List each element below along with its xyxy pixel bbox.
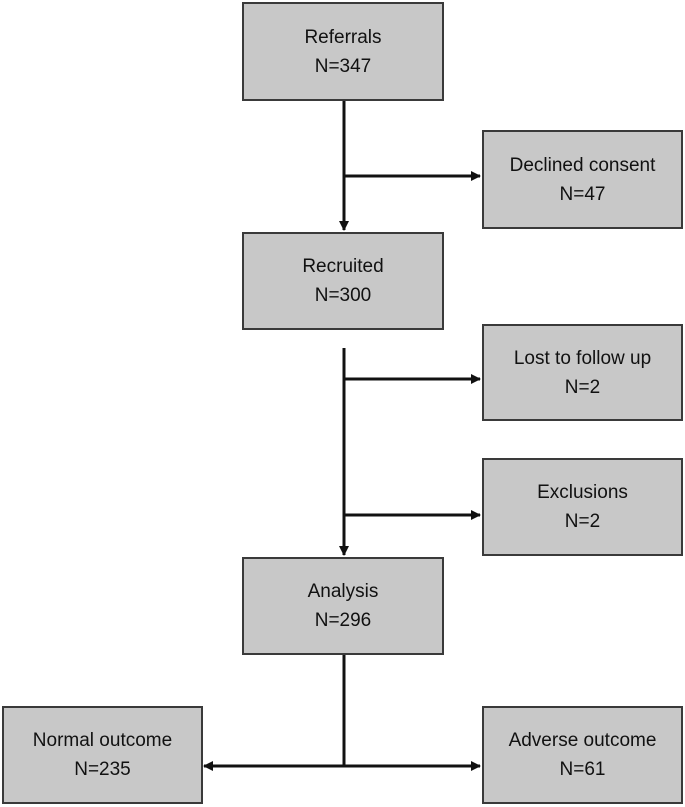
declined-consent-label: Declined consent: [509, 154, 656, 176]
referrals-count: N=347: [314, 55, 372, 77]
recruited-label: Recruited: [302, 256, 384, 277]
lost-to-follow-up-count: N=2: [564, 376, 601, 398]
adverse-outcome-count: N=61: [559, 759, 606, 780]
normal-outcome-box: Normal outcome N=235: [2, 706, 203, 804]
exclusions-count: N=2: [564, 511, 601, 532]
lost-to-follow-up-label: Lost to follow up: [513, 347, 652, 369]
referrals-label: Referrals: [304, 26, 382, 48]
exclusions-label: Exclusions: [537, 482, 628, 503]
exclusions-box: Exclusions N=2: [482, 458, 683, 556]
analysis-box: Analysis N=296: [242, 557, 444, 655]
lost-to-follow-up-box: Lost to follow up N=2: [482, 324, 683, 421]
referrals-box: Referrals N=347: [242, 2, 444, 101]
recruited-box: Recruited N=300: [242, 232, 444, 330]
adverse-outcome-box: Adverse outcome N=61: [482, 706, 683, 804]
adverse-outcome-label: Adverse outcome: [508, 730, 657, 751]
analysis-count: N=296: [314, 610, 372, 631]
analysis-label: Analysis: [307, 581, 379, 602]
recruited-count: N=300: [314, 285, 372, 306]
normal-outcome-label: Normal outcome: [32, 730, 173, 751]
normal-outcome-count: N=235: [74, 759, 131, 780]
declined-consent-count: N=47: [559, 183, 606, 205]
declined-consent-box: Declined consent N=47: [482, 130, 683, 229]
